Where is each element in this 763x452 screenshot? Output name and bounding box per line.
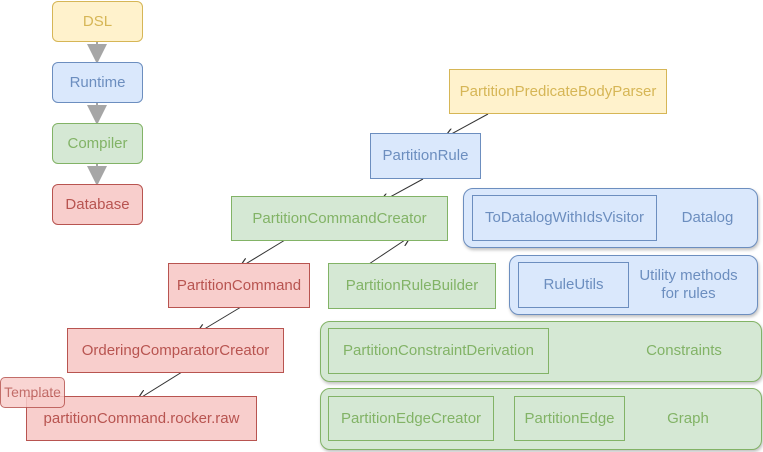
node-ordering-comparator-creator: OrderingComparatorCreator — [67, 328, 284, 373]
legend-dsl: DSL — [52, 1, 143, 42]
graph-item-partitionedgecreator: PartitionEdgeCreator — [328, 396, 494, 441]
node-partition-predicate-body-parser: PartitionPredicateBodyParser — [449, 69, 667, 114]
legend-runtime: Runtime — [52, 62, 143, 103]
template-tag: Template — [0, 377, 65, 408]
node-partition-command-creator: PartitionCommandCreator — [231, 196, 448, 241]
node-partition-command: PartitionCommand — [168, 263, 310, 308]
node-partition-rule: PartitionRule — [370, 133, 481, 179]
utility-item-ruleutils: RuleUtils — [518, 262, 629, 308]
constraints-item-partitionconstraintderivation: PartitionConstraintDerivation — [328, 328, 549, 374]
node-partition-rule-builder: PartitionRuleBuilder — [328, 263, 496, 309]
group-datalog-label: Datalog — [681, 209, 734, 226]
group-graph-label: Graph — [667, 409, 709, 427]
legend-compiler: Compiler — [52, 123, 143, 164]
datalog-item-todatalogwithidsvisitor: ToDatalogWithIdsVisitor — [472, 195, 657, 241]
arrow-builder-to-creator — [362, 236, 411, 269]
arrow-comparator-to-rocker — [137, 371, 183, 400]
group-constraints-label: Constraints — [646, 342, 722, 359]
group-utility-label: Utility methods for rules — [639, 267, 738, 302]
node-partition-command-rocker: partitionCommand.rocker.raw — [26, 396, 257, 441]
legend-database: Database — [52, 184, 143, 225]
graph-item-partitionedge: PartitionEdge — [514, 396, 625, 441]
